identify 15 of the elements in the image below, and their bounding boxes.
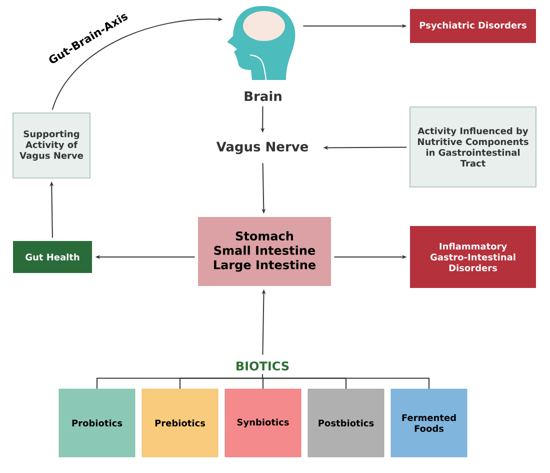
category-box: Synbiotics	[224, 388, 302, 458]
process-box: Supporting Activity of Vagus Nerve	[12, 112, 90, 178]
category-box: Probiotics	[58, 388, 136, 458]
category-box: Fermented Foods	[390, 388, 468, 458]
category-box: Prebiotics	[142, 388, 218, 458]
bracket-line	[262, 374, 430, 390]
disorder-box: Inflammatory Gastro-Intestinal Disorders	[410, 226, 536, 288]
brain-label: Brain	[244, 91, 282, 102]
process-box: Activity Influenced by Nutritive Components in Gastrointestinal Tract	[410, 106, 536, 188]
category-box: Postbiotics	[308, 388, 384, 458]
outcome-box: Gut Health	[13, 241, 92, 273]
organ-box: Stomach Small Intestine Large Intestine	[198, 217, 331, 286]
disorder-box: Psychiatric Disorders	[410, 9, 536, 43]
category-heading: BIOTICS	[236, 361, 289, 371]
process-label: Vagus Nerve	[216, 142, 308, 154]
